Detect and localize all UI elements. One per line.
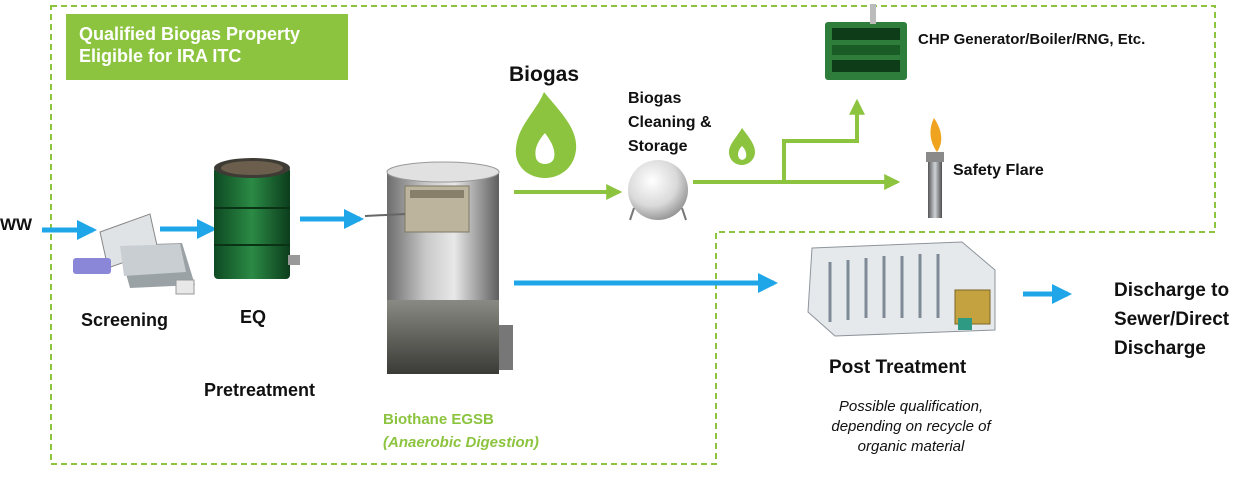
discharge-line2: Sewer/Direct xyxy=(1114,309,1230,330)
ww-label: WW xyxy=(0,215,33,234)
post-note-line3: organic material xyxy=(857,438,965,455)
post-treatment-label: Post Treatment xyxy=(829,357,967,378)
egsb-reactor xyxy=(364,161,513,374)
chp-generator xyxy=(825,4,907,80)
eq-tank xyxy=(214,158,300,279)
flame-large-icon xyxy=(515,92,577,178)
discharge-line3: Discharge xyxy=(1114,338,1206,359)
itc-title-line2: Eligible for IRA ITC xyxy=(79,46,242,66)
discharge-line1: Discharge to xyxy=(1114,280,1230,301)
flame-small-icon xyxy=(729,128,755,165)
egsb-label: Biothane EGSB (Anaerobic Digestion) xyxy=(383,408,539,454)
biogas-flow-arrows xyxy=(514,98,901,200)
post-treatment-unit xyxy=(807,241,996,337)
wastewater-flow-arrows xyxy=(42,209,1072,304)
itc-eligibility-badge: Qualified Biogas Property Eligible for I… xyxy=(66,14,348,80)
chp-label: CHP Generator/Boiler/RNG, Etc. xyxy=(918,31,1146,48)
post-note-line1: Possible qualification, xyxy=(838,398,984,415)
cleaning-line1: Biogas xyxy=(628,90,682,107)
branch-to-chp-arrow xyxy=(782,98,865,182)
flare-label: Safety Flare xyxy=(953,162,1044,179)
safety-flare xyxy=(926,118,944,218)
cleaning-line2: Cleaning & xyxy=(628,114,712,131)
pretreatment-label: Pretreatment xyxy=(204,380,316,400)
egsb-line2: (Anaerobic Digestion) xyxy=(383,434,539,451)
cleaning-storage-label: Biogas Cleaning & Storage xyxy=(628,87,712,159)
screening-label: Screening xyxy=(81,310,169,330)
egsb-line1: Biothane EGSB xyxy=(383,411,494,428)
biogas-label: Biogas xyxy=(509,63,580,86)
cleaning-line3: Storage xyxy=(628,138,688,155)
screening-equipment xyxy=(73,213,195,295)
itc-boundary xyxy=(50,5,1216,465)
discharge-label: Discharge to Sewer/Direct Discharge xyxy=(1114,276,1229,363)
eq-label: EQ xyxy=(240,307,267,327)
post-treatment-note: Possible qualification, depending on rec… xyxy=(802,397,1020,457)
post-note-line2: depending on recycle of xyxy=(831,418,991,435)
storage-sphere xyxy=(628,160,688,221)
itc-title-line1: Qualified Biogas Property xyxy=(79,24,301,44)
